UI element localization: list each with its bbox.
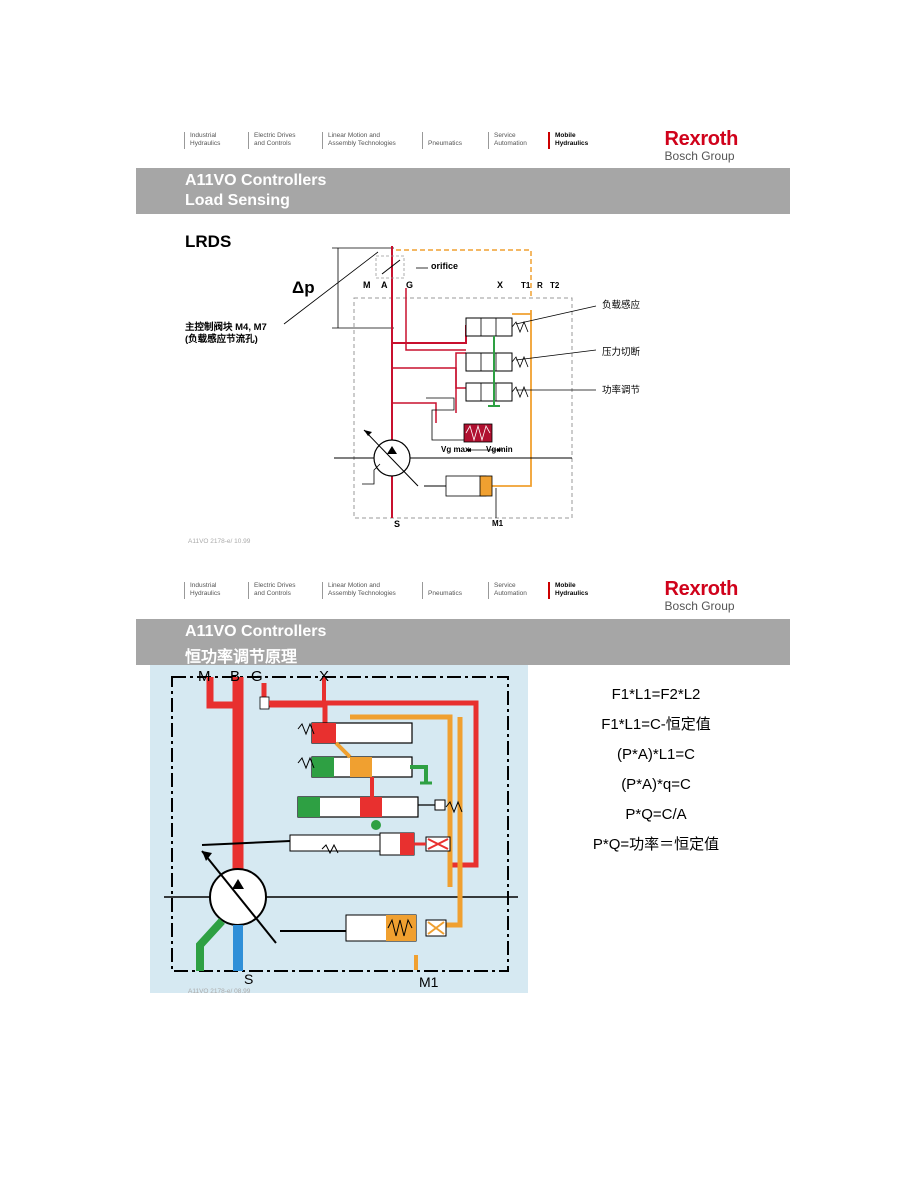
port-t2-label: T2 [550, 281, 560, 290]
title-banner: A11VO Controllers Load Sensing [136, 168, 790, 214]
pressure-cutoff-label: 压力切断 [602, 347, 641, 358]
nav-linear-motion[interactable]: Linear Motion and Assembly Technologies [322, 132, 396, 149]
nav-industrial-hydraulics[interactable]: Industrial Hydraulics [184, 582, 220, 599]
port-g-label: G [406, 280, 414, 290]
rexroth-logo: Rexroth Bosch Group [664, 578, 739, 613]
port-m1-label: M1 [492, 519, 504, 528]
constant-power-circuit-diagram [150, 665, 528, 993]
port-m-label: M [198, 668, 211, 685]
brand-navigation: Industrial Hydraulics Electric Drives an… [136, 578, 790, 618]
logo-brand: Rexroth [664, 128, 739, 150]
vg-max-label: Vg max [441, 445, 470, 454]
slide2-footnote: A11VO 2178-e/ 08.99 [188, 988, 251, 995]
lrds-circuit-diagram [283, 246, 597, 519]
vg-min-label: Vg min [486, 445, 513, 454]
slide-constant-power: Industrial Hydraulics Electric Drives an… [136, 578, 790, 998]
port-b-label: B [230, 668, 241, 685]
lrds-heading: LRDS [185, 232, 232, 251]
nav-mobile-hydraulics[interactable]: Mobile Hydraulics [548, 582, 588, 599]
nav-electric-drives[interactable]: Electric Drives and Controls [248, 132, 296, 149]
nav-service-automation[interactable]: Service Automation [488, 582, 527, 599]
main-valve-sublabel: (负载感应节流孔) [185, 334, 258, 345]
nav-electric-drives[interactable]: Electric Drives and Controls [248, 582, 296, 599]
port-s-label: S [394, 519, 401, 529]
logo-brand: Rexroth [664, 578, 739, 600]
nav-industrial-hydraulics[interactable]: Industrial Hydraulics [184, 132, 220, 149]
slide-title: A11VO Controllers [185, 172, 327, 189]
formula-list: F1*L1=F2*L2 F1*L1=C-恒定值 (P*A)*L1=C (P*A)… [556, 680, 756, 860]
nav-linear-motion[interactable]: Linear Motion and Assembly Technologies [322, 582, 396, 599]
port-t1-label: T1 [521, 281, 531, 290]
slide-title: A11VO Controllers [185, 623, 327, 640]
nav-service-automation[interactable]: Service Automation [488, 132, 527, 149]
formula-2: F1*L1=C-恒定值 [601, 716, 711, 733]
formula-3: (P*A)*L1=C [617, 746, 695, 763]
logo-group: Bosch Group [664, 149, 735, 163]
logo-group: Bosch Group [664, 599, 735, 613]
main-valve-label: 主控制阀块 M4, M7 [185, 322, 267, 333]
load-sensing-label: 负载感应 [602, 300, 641, 311]
power-control-label: 功率调节 [602, 385, 641, 396]
port-r-label: R [537, 281, 543, 290]
port-s-label: S [244, 971, 254, 987]
port-m1-label: M1 [419, 974, 439, 990]
title-banner: A11VO Controllers 恒功率调节原理 [136, 619, 790, 666]
nav-pneumatics[interactable]: Pneumatics [422, 132, 462, 149]
port-m-label: M [363, 280, 371, 290]
nav-mobile-hydraulics[interactable]: Mobile Hydraulics [548, 132, 588, 149]
slide-subtitle: 恒功率调节原理 [185, 649, 298, 666]
orifice-label: orifice [431, 261, 459, 271]
slide1-footnote: A11VO 2178-e/ 10.99 [188, 538, 251, 545]
brand-navigation: Industrial Hydraulics Electric Drives an… [136, 128, 790, 168]
formula-1: F1*L1=F2*L2 [611, 686, 701, 703]
slide-subtitle: Load Sensing [185, 192, 290, 209]
rexroth-logo: Rexroth Bosch Group [664, 128, 739, 163]
port-x-label: X [319, 668, 330, 685]
formula-5: P*Q=C/A [625, 806, 687, 823]
port-a-label: A [381, 280, 388, 290]
nav-pneumatics[interactable]: Pneumatics [422, 582, 462, 599]
port-x-label: X [497, 280, 504, 290]
port-g-label: G [251, 668, 263, 685]
slide-load-sensing: Industrial Hydraulics Electric Drives an… [136, 128, 790, 553]
delta-p-label: Δp [292, 278, 315, 297]
formula-6: P*Q=功率＝恒定值 [592, 836, 720, 853]
formula-4: (P*A)*q=C [621, 776, 691, 793]
